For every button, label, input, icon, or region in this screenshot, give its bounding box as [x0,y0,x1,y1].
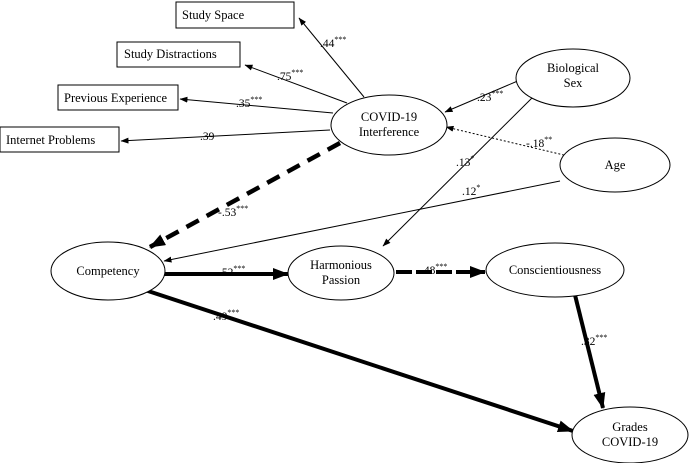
coef-covid-to-previous-experience: .35*** [236,95,262,110]
coef-covid-to-competency: -.53*** [218,204,248,219]
path-sex-to-covid [444,79,521,113]
coef-age-to-covid: -.18** [526,135,552,150]
node-biological-sex: Biological Sex [515,48,631,108]
path-covid-to-internet-problems [120,129,331,144]
coef-competency-to-grades: .49*** [213,308,239,323]
node-study-space: Study Space [175,1,295,29]
node-grades-covid-label-1: Grades [612,420,648,434]
node-grades-covid-label-2: COVID-19 [602,435,658,449]
node-study-distractions: Study Distractions [116,41,241,68]
node-internet-problems-label: Internet Problems [6,133,95,147]
node-previous-experience: Previous Experience [57,84,179,111]
path-covid-to-competency [148,141,342,249]
node-study-distractions-label: Study Distractions [124,47,217,61]
node-previous-experience-label: Previous Experience [64,91,168,105]
path-competency-to-grades [144,288,574,433]
node-harmonious-passion-label-1: Harmonious [310,258,372,272]
coef-covid-to-internet-problems: .39 [200,131,215,143]
coef-sex-to-passion: .13* [456,154,474,169]
coef-passion-to-conscientiousness: .48*** [421,262,447,277]
path-covid-to-study-space [298,17,365,98]
node-conscientiousness-label: Conscientiousness [509,263,601,277]
coef-age-to-competency: .12* [462,183,480,198]
node-age-label: Age [605,158,626,172]
node-covid-interference-label-2: Interference [359,125,420,139]
node-internet-problems: Internet Problems [0,126,120,153]
node-competency-label: Competency [76,264,140,278]
node-competency: Competency [50,241,166,301]
node-harmonious-passion-label-2: Passion [322,273,361,287]
coef-covid-to-study-distractions: .75*** [277,68,303,83]
node-conscientiousness: Conscientiousness [485,242,625,298]
node-harmonious-passion: Harmonious Passion [287,245,395,301]
node-biological-sex-label-1: Biological [547,61,600,75]
path-age-to-covid [445,125,569,157]
path-sex-to-passion [382,89,541,247]
node-grades-covid: Grades COVID-19 [571,406,689,463]
path-covid-to-study-distractions [244,64,348,104]
coef-covid-to-study-space: .44*** [320,35,346,50]
coef-sex-to-covid: .23*** [477,89,503,104]
path-covid-to-previous-experience [179,96,334,114]
path-conscientiousness-to-grades [573,294,606,409]
node-covid-interference: COVID-19 Interference [330,94,448,156]
coef-conscientiousness-to-grades: .32*** [581,333,607,348]
coef-competency-to-passion: .52*** [219,264,245,279]
node-covid-interference-label-1: COVID-19 [361,110,417,124]
node-biological-sex-label-2: Sex [564,76,584,90]
node-study-space-label: Study Space [182,8,245,22]
node-age: Age [559,137,671,193]
path-age-to-competency [163,180,561,263]
